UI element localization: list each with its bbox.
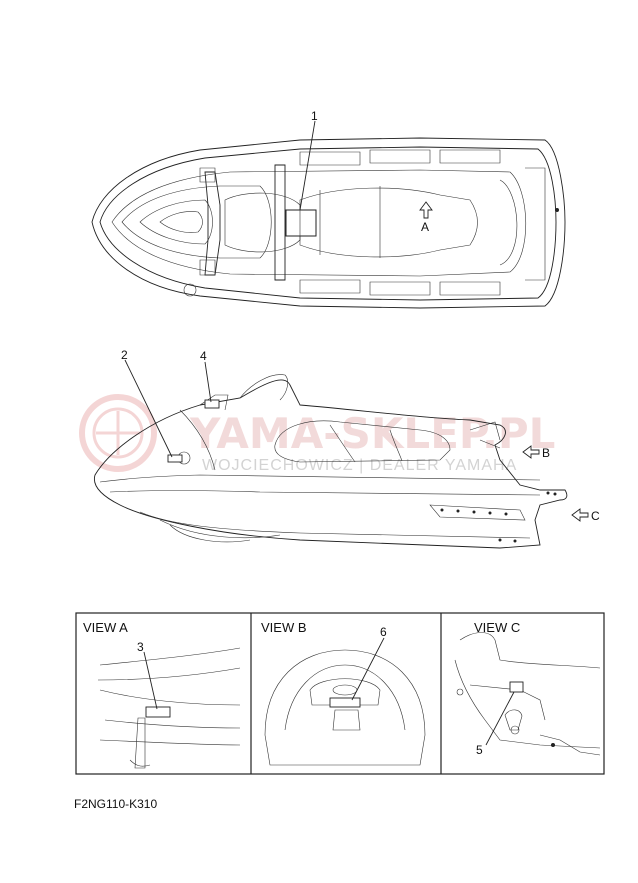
- callout-arrow-c: C: [591, 509, 600, 523]
- leader-2: [124, 359, 173, 458]
- leader-3: [143, 651, 158, 710]
- callout-2: 2: [121, 348, 128, 362]
- callout-arrow-b: B: [542, 446, 550, 460]
- callout-5: 5: [476, 743, 483, 757]
- view-b-drawing: [264, 649, 426, 766]
- top-view-craft: [91, 137, 566, 309]
- leader-1: [299, 120, 316, 211]
- watermark: YAMA-SKLEP.PL WOJCIECHOWICZ | DEALER YAM…: [79, 394, 555, 474]
- view-a-drawing: [97, 647, 241, 769]
- callout-1: 1: [311, 109, 318, 123]
- callout-6: 6: [380, 625, 387, 639]
- leader-5: [485, 691, 515, 746]
- watermark-tagline: WOJCIECHOWICZ | DEALER YAMAHA: [202, 457, 517, 474]
- callout-3: 3: [137, 640, 144, 654]
- watermark-brand: YAMA-SKLEP.PL: [189, 409, 555, 458]
- view-c-title: VIEW C: [474, 620, 520, 635]
- view-b-title: VIEW B: [261, 620, 307, 635]
- view-a-title: VIEW A: [83, 620, 128, 635]
- part-code: F2NG110-K310: [74, 797, 158, 811]
- callout-4: 4: [200, 349, 207, 363]
- view-c-drawing: [454, 632, 601, 756]
- side-view-craft: [93, 374, 589, 549]
- leader-6: [351, 637, 385, 701]
- watermark-logo-icon: [79, 394, 157, 472]
- view-panels: [75, 612, 605, 775]
- callout-arrow-a: A: [421, 220, 429, 234]
- leader-4: [204, 361, 212, 403]
